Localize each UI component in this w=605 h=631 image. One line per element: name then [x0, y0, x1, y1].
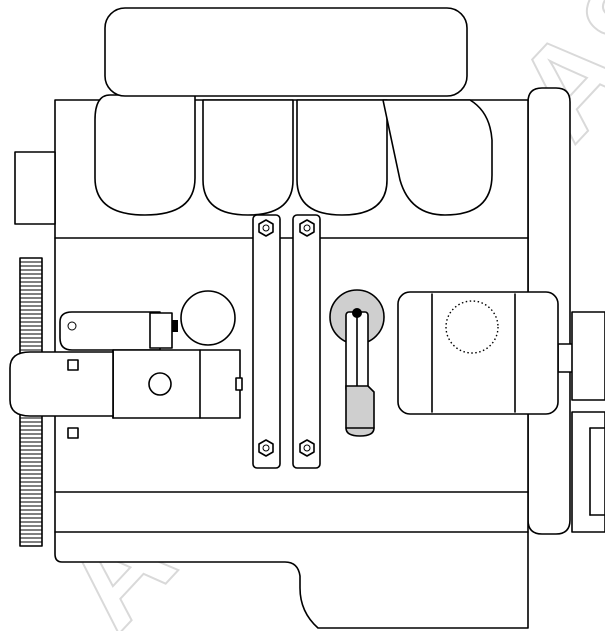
engine-straps: [252, 214, 321, 469]
alternator: [397, 291, 559, 415]
engine-block: [54, 99, 529, 629]
side-cover-plate: [14, 151, 56, 225]
intake-runners: [94, 94, 493, 216]
bolt-icon: [258, 219, 274, 237]
oil-dipstick: [329, 289, 385, 437]
bolt-icon: [299, 219, 315, 237]
bolt-icon: [299, 439, 315, 457]
starter-motor: [9, 290, 243, 439]
bolt-icon: [258, 439, 274, 457]
intake-plenum: [104, 7, 468, 97]
